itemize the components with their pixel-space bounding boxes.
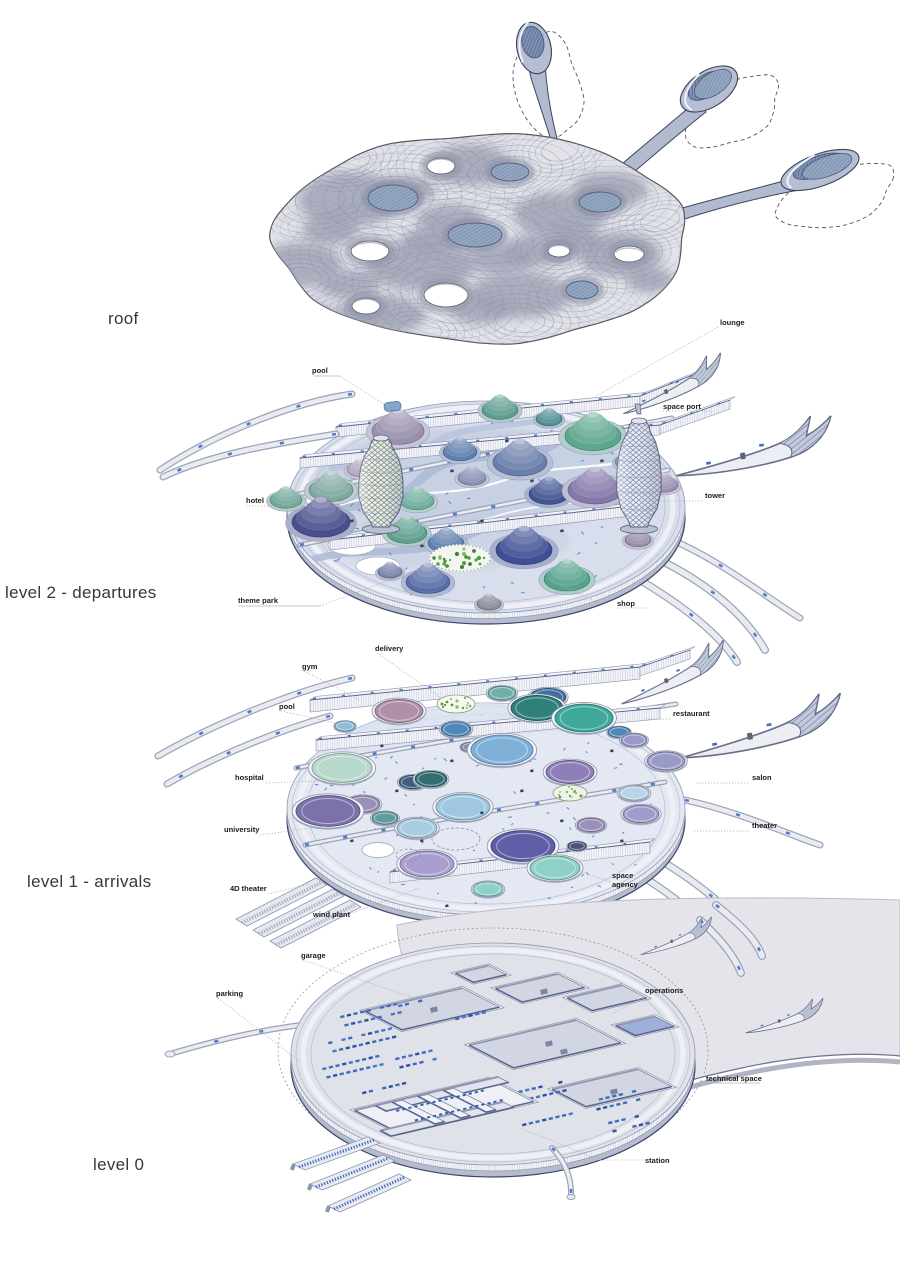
svg-text:space port: space port bbox=[663, 402, 701, 411]
svg-text:restaurant: restaurant bbox=[673, 709, 710, 718]
svg-text:delivery: delivery bbox=[375, 644, 404, 653]
svg-text:wind plant: wind plant bbox=[312, 910, 351, 919]
svg-text:lounge: lounge bbox=[720, 318, 745, 327]
svg-text:4D theater: 4D theater bbox=[230, 884, 267, 893]
svg-text:university: university bbox=[224, 825, 260, 834]
svg-text:gym: gym bbox=[302, 662, 318, 671]
svg-text:level 0: level 0 bbox=[93, 1155, 144, 1174]
svg-text:shop: shop bbox=[617, 599, 635, 608]
svg-text:salon: salon bbox=[752, 773, 772, 782]
svg-text:hotel: hotel bbox=[246, 496, 264, 505]
svg-text:theater: theater bbox=[752, 821, 777, 830]
svg-text:tower: tower bbox=[705, 491, 725, 500]
svg-text:parking: parking bbox=[216, 989, 244, 998]
svg-text:station: station bbox=[645, 1156, 670, 1165]
svg-text:agency: agency bbox=[612, 880, 639, 889]
svg-text:space: space bbox=[612, 871, 633, 880]
svg-text:pool: pool bbox=[312, 366, 328, 375]
svg-text:technical space: technical space bbox=[706, 1074, 762, 1083]
svg-text:pool: pool bbox=[279, 702, 295, 711]
svg-text:level 1 - arrivals: level 1 - arrivals bbox=[27, 872, 151, 891]
svg-text:level 2 - departures: level 2 - departures bbox=[5, 583, 157, 602]
svg-text:operations: operations bbox=[645, 986, 683, 995]
svg-text:hospital: hospital bbox=[235, 773, 264, 782]
svg-text:roof: roof bbox=[108, 309, 139, 328]
svg-text:theme park: theme park bbox=[238, 596, 279, 605]
svg-text:garage: garage bbox=[301, 951, 326, 960]
